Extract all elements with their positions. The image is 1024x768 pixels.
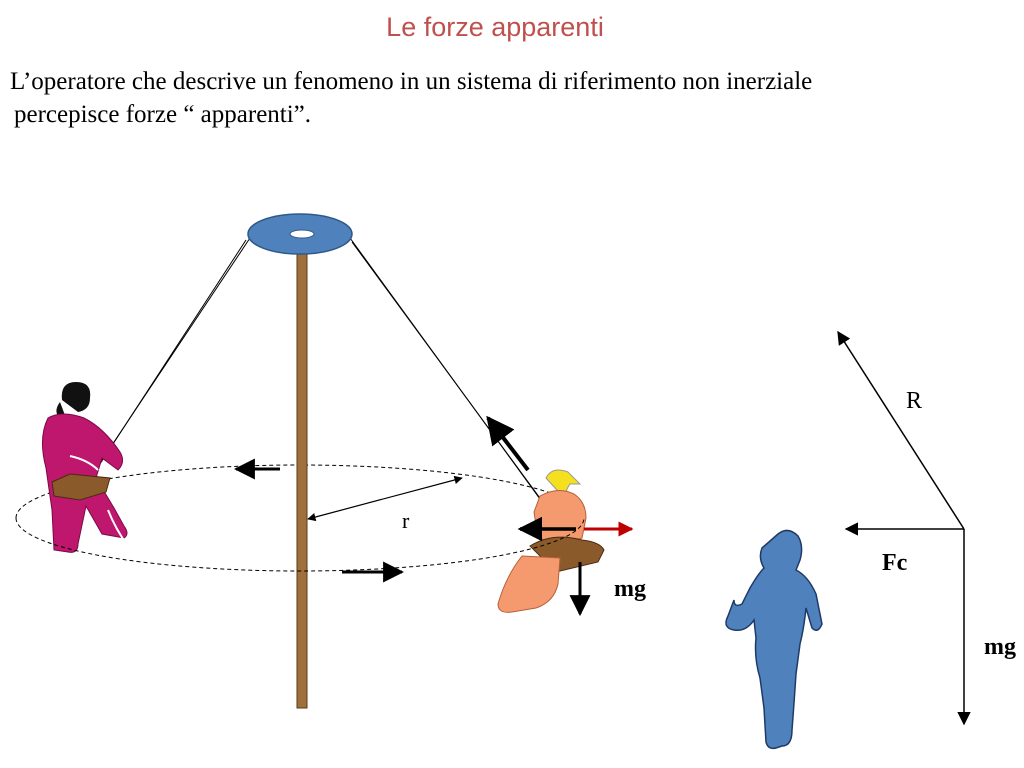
rider-right xyxy=(497,469,605,613)
label-mg-vector: mg xyxy=(984,634,1016,660)
observer-figure xyxy=(725,529,823,750)
label-R: R xyxy=(906,388,922,414)
slide-title: Le forze apparenti xyxy=(386,12,604,42)
disc-hole xyxy=(289,229,315,239)
radius-arrow xyxy=(307,475,463,522)
description-line-1: L’operatore che descrive un fenomeno in … xyxy=(10,68,813,95)
reaction-vector-R xyxy=(837,330,965,530)
label-radius: r xyxy=(402,508,410,533)
rider-left xyxy=(42,382,129,553)
description-line-2: percepisce forze “ apparenti”. xyxy=(14,101,312,128)
carousel-pole xyxy=(296,249,308,709)
swing-ropes xyxy=(95,237,557,521)
tension-arrow xyxy=(486,415,530,472)
label-mg-rider: mg xyxy=(614,576,646,602)
orbit-ellipse-front xyxy=(15,517,585,572)
label-Fc: Fc xyxy=(882,550,908,576)
